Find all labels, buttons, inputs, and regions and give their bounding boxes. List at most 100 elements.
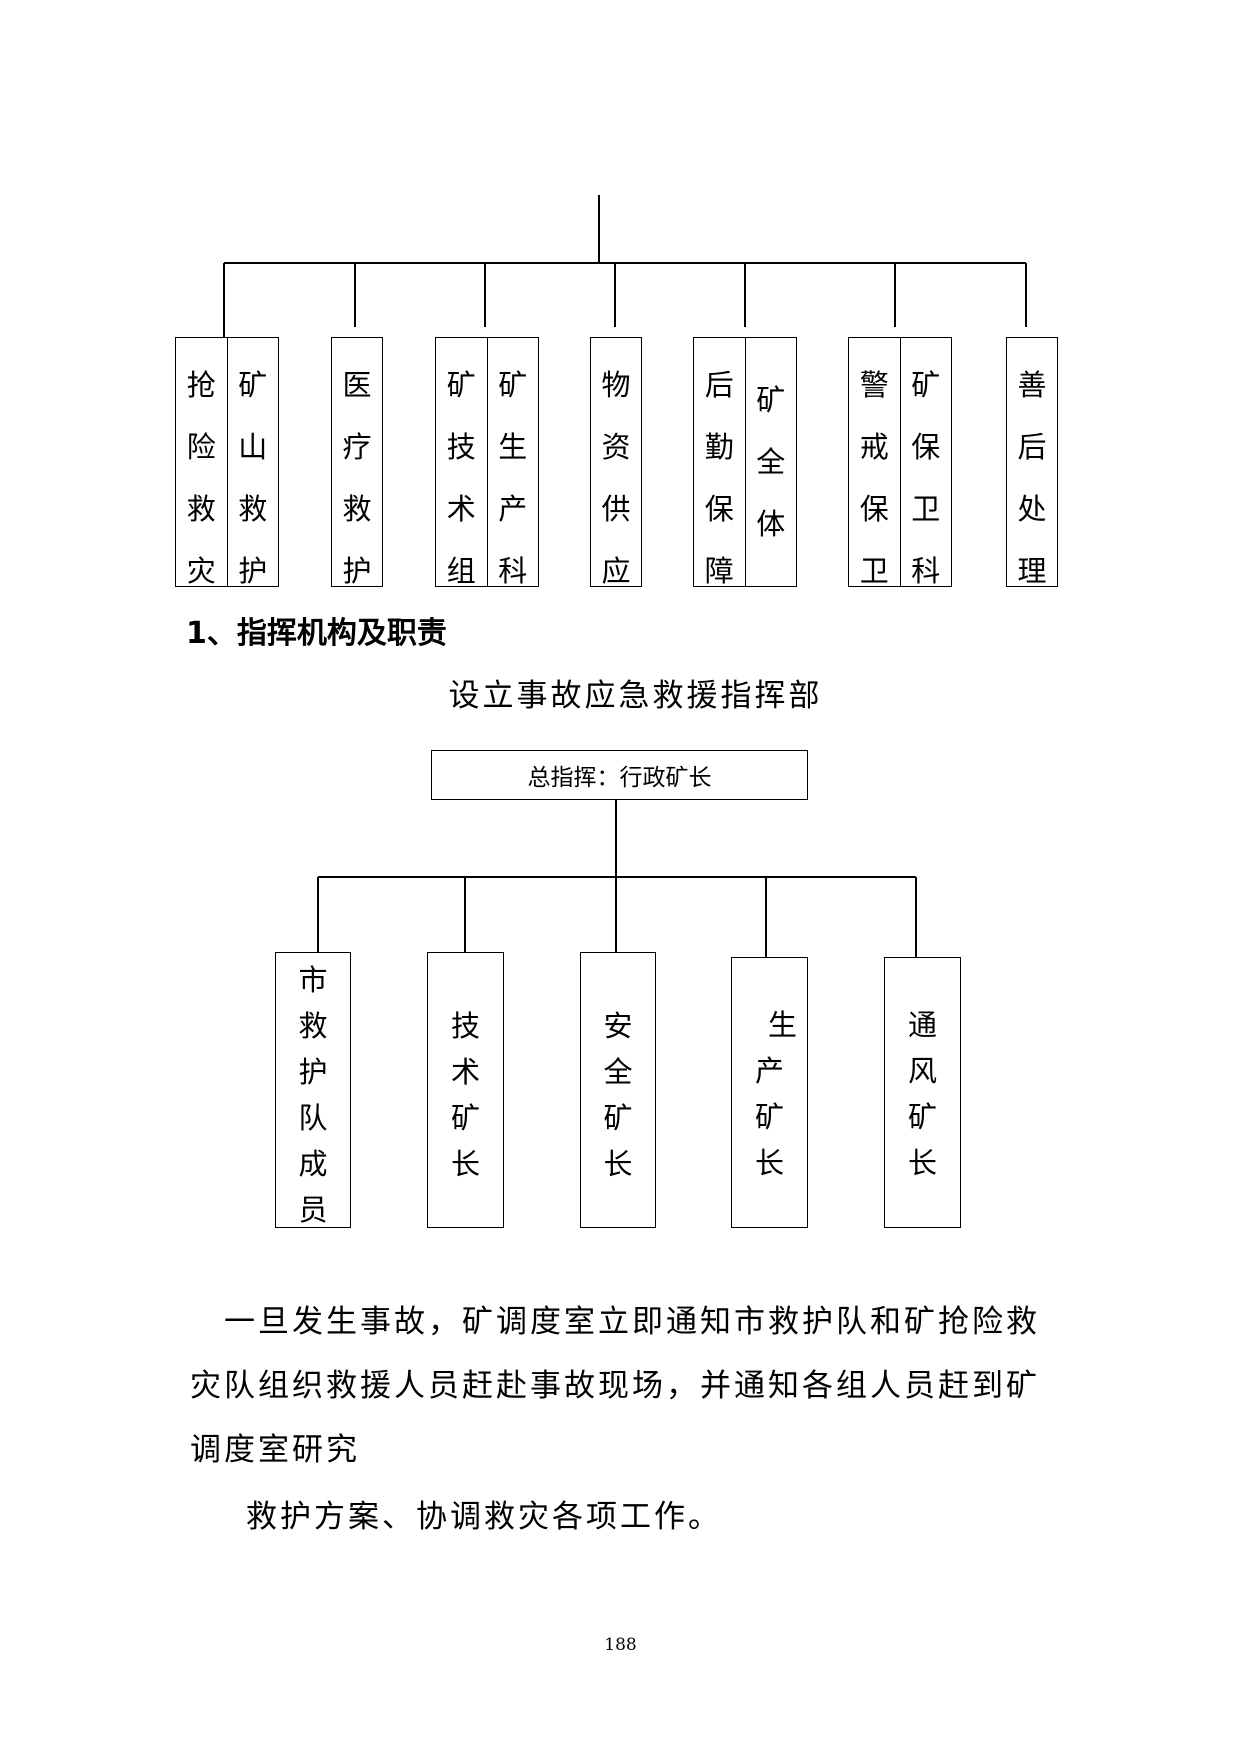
- command-box-production: 生 产 矿 长: [731, 957, 808, 1228]
- char: 科: [498, 554, 528, 588]
- char: 险: [186, 430, 216, 464]
- char: 卫: [859, 554, 889, 588]
- command-root-label: 总指挥：行政矿长: [527, 765, 712, 791]
- char: 戒: [859, 430, 889, 464]
- char: 矿: [756, 383, 786, 417]
- char: 山: [238, 430, 268, 464]
- org-box-column: 矿 山 救 护: [226, 338, 279, 588]
- command-box-column: 技 术 矿 长: [428, 953, 503, 1227]
- org-box-column: 矿 生 产 科: [486, 338, 539, 588]
- char: 处: [1017, 492, 1047, 526]
- char: 长: [907, 1146, 937, 1180]
- char: 矿: [498, 368, 528, 402]
- org-box-logistics: 后 勤 保 障 矿 全 体: [693, 337, 797, 588]
- char: 生: [767, 1008, 797, 1042]
- org-box-column: 物 资 供 应: [591, 338, 641, 588]
- org-box-column: 抢 险 救 灾: [176, 338, 227, 588]
- char: 疗: [342, 430, 372, 464]
- command-box-technical: 技 术 矿 长: [427, 952, 504, 1228]
- char: 长: [603, 1147, 633, 1181]
- char: 救: [186, 492, 216, 526]
- body-paragraph: 一旦发生事故，矿调度室立即通知市救护队和矿抢险救灾队组织救援人员赶赴事故现场，并…: [190, 1304, 1040, 1468]
- char: 矿: [450, 1101, 480, 1135]
- body-paragraph: 救护方案、协调救灾各项工作。: [246, 1499, 722, 1535]
- char: 长: [754, 1146, 784, 1180]
- char: 资: [601, 430, 631, 464]
- char: 物: [601, 368, 631, 402]
- char: 通: [907, 1008, 937, 1042]
- org-box-column: 矿 保 卫 科: [899, 338, 952, 588]
- char: 救: [298, 1009, 328, 1043]
- char: 风: [907, 1054, 937, 1088]
- char: 全: [756, 445, 786, 479]
- char: 员: [298, 1193, 328, 1227]
- char: 科: [911, 554, 941, 588]
- char: 矿: [754, 1100, 784, 1134]
- org-box-rescue: 抢 险 救 灾 矿 山 救 护: [175, 337, 279, 588]
- char: 技: [450, 1009, 480, 1043]
- chart-subtitle: 设立事故应急救援指挥部: [448, 678, 823, 714]
- char: 医: [342, 368, 372, 402]
- command-box-safety: 安 全 矿 长: [580, 952, 656, 1228]
- char: 护: [298, 1055, 328, 1089]
- char: 长: [450, 1147, 480, 1181]
- org-box-supplies: 物 资 供 应: [590, 337, 642, 588]
- char: 矿: [907, 1100, 937, 1134]
- char: 供: [601, 492, 631, 526]
- org-box-column: 善 后 处 理: [1007, 338, 1057, 588]
- command-box-ventilation: 通 风 矿 长: [884, 957, 961, 1228]
- char: 后: [704, 368, 734, 402]
- org-box-security: 警 戒 保 卫 矿 保 卫 科: [848, 337, 952, 588]
- char: 应: [601, 554, 631, 588]
- command-box-rescue-team: 市 救 护 队 成 员: [275, 952, 351, 1228]
- command-root-box: 总指挥：行政矿长: [431, 750, 808, 800]
- org-box-column: 矿 技 术 组: [436, 338, 487, 588]
- char: 队: [298, 1101, 328, 1135]
- char: 保: [859, 492, 889, 526]
- org-box-aftermath: 善 后 处 理: [1006, 337, 1058, 588]
- char: 全: [603, 1055, 633, 1089]
- char: 组: [446, 554, 476, 588]
- section-heading: 1、指挥机构及职责: [186, 616, 447, 651]
- char: 护: [238, 554, 268, 588]
- char: 理: [1017, 554, 1047, 588]
- char: 警: [859, 368, 889, 402]
- page-number: 188: [604, 1635, 637, 1655]
- char: 成: [298, 1147, 328, 1181]
- char: 救: [342, 492, 372, 526]
- char: 勤: [704, 430, 734, 464]
- char: 卫: [911, 492, 941, 526]
- char: 市: [298, 963, 328, 997]
- char: 善: [1017, 368, 1047, 402]
- char: 障: [704, 554, 734, 588]
- char: 救: [238, 492, 268, 526]
- char: 矿: [911, 368, 941, 402]
- char: 护: [342, 554, 372, 588]
- char: 体: [756, 507, 786, 541]
- command-box-column: 通 风 矿 长: [885, 958, 960, 1227]
- char: 保: [704, 492, 734, 526]
- char: 技: [446, 430, 476, 464]
- command-box-column: 安 全 矿 长: [581, 953, 655, 1227]
- char: 术: [446, 492, 476, 526]
- char: 矿: [603, 1101, 633, 1135]
- org-box-column: 矿 全 体: [744, 338, 797, 586]
- org-box-medical: 医 疗 救 护: [331, 337, 383, 588]
- char: 生: [498, 430, 528, 464]
- org-box-technical: 矿 技 术 组 矿 生 产 科: [435, 337, 539, 588]
- org-box-column: 后 勤 保 障: [694, 338, 745, 588]
- char: 术: [450, 1055, 480, 1089]
- char: 后: [1017, 430, 1047, 464]
- char: 灾: [186, 554, 216, 588]
- char: 矿: [446, 368, 476, 402]
- char: 抢: [186, 368, 216, 402]
- char: 保: [911, 430, 941, 464]
- org-box-column: 医 疗 救 护: [332, 338, 382, 588]
- command-box-column: 市 救 护 队 成 员: [276, 953, 350, 1227]
- char: 产: [754, 1054, 784, 1088]
- char: 矿: [238, 368, 268, 402]
- org-box-column: 警 戒 保 卫: [849, 338, 900, 588]
- command-box-column: 生 产 矿 长: [732, 958, 807, 1227]
- char: 安: [603, 1009, 633, 1043]
